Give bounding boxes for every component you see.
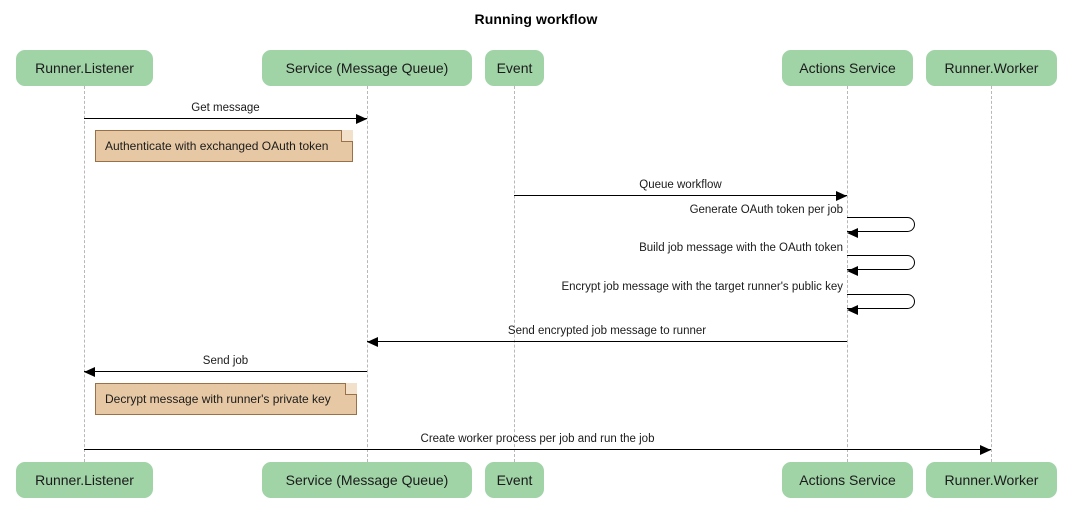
participant-bottom-runner-worker[interactable]: Runner.Worker (926, 462, 1057, 498)
participant-label: Runner.Listener (35, 472, 134, 488)
participant-label: Event (496, 472, 533, 488)
lifeline-runner-listener (84, 86, 85, 462)
lifeline-service-message-queue (367, 86, 368, 462)
participant-label: Runner.Listener (35, 60, 134, 76)
arrow-head-get-message (356, 113, 367, 124)
note-fold-corner-icon (341, 130, 353, 142)
participant-top-service-message-queue[interactable]: Service (Message Queue) (262, 50, 472, 86)
note-text: Authenticate with exchanged OAuth token (105, 139, 329, 153)
participant-label: Actions Service (799, 472, 896, 488)
arrow-head-send-encrypted-job-message-to-runner (367, 336, 378, 347)
message-line-create-worker-process-per-job-and-run-the-job (84, 449, 991, 450)
lifeline-event (514, 86, 515, 462)
message-line-send-job (84, 371, 367, 372)
participant-label: Event (496, 60, 533, 76)
arrow-head-encrypt-job-message-with-the-target-runners-public-key (847, 304, 858, 315)
participant-top-runner-worker[interactable]: Runner.Worker (926, 50, 1057, 86)
arrow-head-create-worker-process-per-job-and-run-the-job (980, 444, 991, 455)
self-loop-encrypt-job-message-with-the-target-runners-public-key (847, 294, 915, 309)
lifeline-runner-worker (991, 86, 992, 462)
message-label-build-job-message-with-the-oauth-token: Build job message with the OAuth token (639, 242, 843, 254)
participant-top-event[interactable]: Event (485, 50, 544, 86)
self-loop-build-job-message-with-the-oauth-token (847, 255, 915, 270)
note-fold-corner-icon (345, 383, 357, 395)
message-label-generate-oauth-token-per-job: Generate OAuth token per job (689, 204, 843, 216)
message-label-get-message: Get message (191, 102, 260, 114)
participant-bottom-actions-service[interactable]: Actions Service (782, 462, 913, 498)
participant-label: Service (Message Queue) (285, 60, 449, 76)
note-authenticate-note: Authenticate with exchanged OAuth token (95, 130, 353, 162)
self-loop-generate-oauth-token-per-job (847, 217, 915, 232)
message-label-encrypt-job-message-with-the-target-runners-public-key: Encrypt job message with the target runn… (561, 281, 843, 293)
message-line-get-message (84, 118, 367, 119)
participant-bottom-service-message-queue[interactable]: Service (Message Queue) (262, 462, 472, 498)
message-label-queue-workflow: Queue workflow (639, 179, 722, 191)
participant-label: Runner.Worker (944, 60, 1039, 76)
participant-label: Service (Message Queue) (285, 472, 449, 488)
participant-top-actions-service[interactable]: Actions Service (782, 50, 913, 86)
note-decrypt-note: Decrypt message with runner's private ke… (95, 383, 357, 415)
participant-bottom-runner-listener[interactable]: Runner.Listener (16, 462, 153, 498)
participant-label: Runner.Worker (944, 472, 1039, 488)
message-label-send-encrypted-job-message-to-runner: Send encrypted job message to runner (507, 325, 707, 337)
note-text: Decrypt message with runner's private ke… (105, 392, 331, 406)
message-label-send-job: Send job (202, 355, 249, 367)
arrow-head-generate-oauth-token-per-job (847, 227, 858, 238)
participant-bottom-event[interactable]: Event (485, 462, 544, 498)
participant-top-runner-listener[interactable]: Runner.Listener (16, 50, 153, 86)
message-line-queue-workflow (514, 195, 847, 196)
arrow-head-send-job (84, 366, 95, 377)
arrow-head-queue-workflow (836, 190, 847, 201)
diagram-title: Running workflow (474, 11, 598, 27)
message-line-send-encrypted-job-message-to-runner (367, 341, 847, 342)
participant-label: Actions Service (799, 60, 896, 76)
message-label-create-worker-process-per-job-and-run-the-job: Create worker process per job and run th… (420, 433, 655, 445)
arrow-head-build-job-message-with-the-oauth-token (847, 265, 858, 276)
